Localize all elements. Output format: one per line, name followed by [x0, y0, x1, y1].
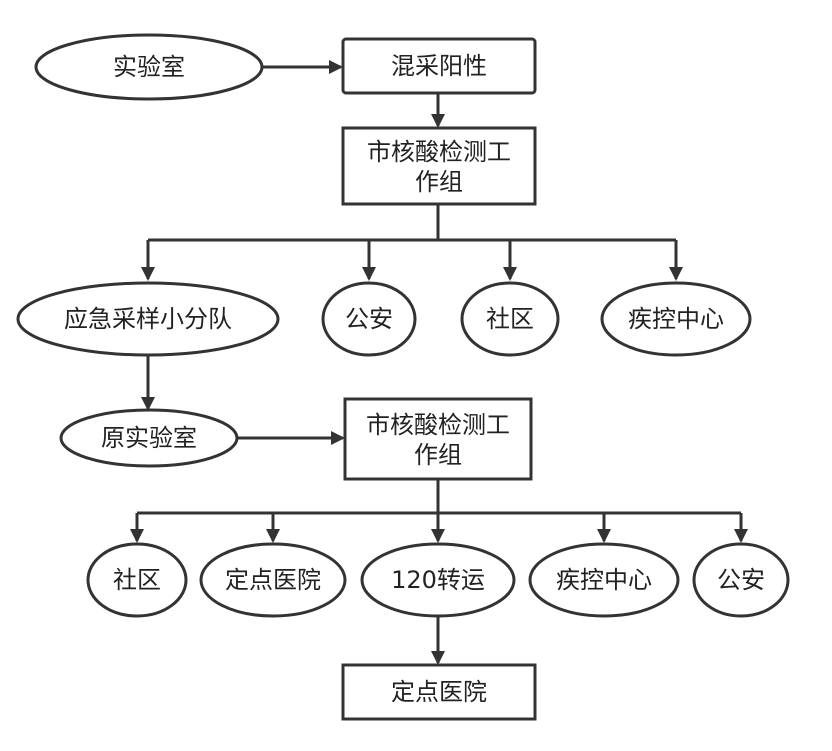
- transfer-120-node: [360, 542, 516, 618]
- police-node-1: [321, 281, 417, 357]
- designated-hospital-node-1: [199, 542, 347, 618]
- original-lab-node: [59, 408, 239, 468]
- emergency-team-node: [16, 281, 280, 357]
- community-node-2: [86, 542, 188, 618]
- designated-hospital-node-2: [341, 663, 537, 721]
- police-1-label: 公安: [345, 305, 393, 333]
- original-lab-label: 原实验室: [101, 424, 197, 452]
- community-node-1: [460, 281, 560, 357]
- designated-hospital-2-label: 定点医院: [391, 678, 487, 706]
- mixed-positive-node: [341, 37, 537, 95]
- task-force-node-1: [341, 126, 537, 206]
- task-force-node-2: [343, 397, 533, 481]
- transfer-120-label: 120转运: [391, 566, 485, 594]
- lab-node: [34, 33, 264, 101]
- emergency-team-label: 应急采样小分队: [64, 305, 232, 333]
- cdc-1-label: 疾控中心: [628, 305, 724, 333]
- police-node-2: [692, 542, 790, 618]
- cdc-node-1: [600, 281, 752, 357]
- mixed-positive-label: 混采阳性: [391, 52, 487, 80]
- community-1-label: 社区: [486, 305, 534, 333]
- lab-label: 实验室: [113, 53, 185, 81]
- task-force-2-label-line1: 市核酸检测工: [366, 411, 510, 439]
- police-2-label: 公安: [717, 566, 765, 594]
- cdc-node-2: [528, 542, 680, 618]
- community-2-label: 社区: [113, 566, 161, 594]
- task-force-1-label-line2: 作组: [415, 168, 463, 196]
- task-force-1-label-line1: 市核酸检测工: [367, 138, 511, 166]
- cdc-2-label: 疾控中心: [556, 566, 652, 594]
- designated-hospital-1-label: 定点医院: [225, 566, 321, 594]
- task-force-2-label-line2: 作组: [414, 441, 462, 469]
